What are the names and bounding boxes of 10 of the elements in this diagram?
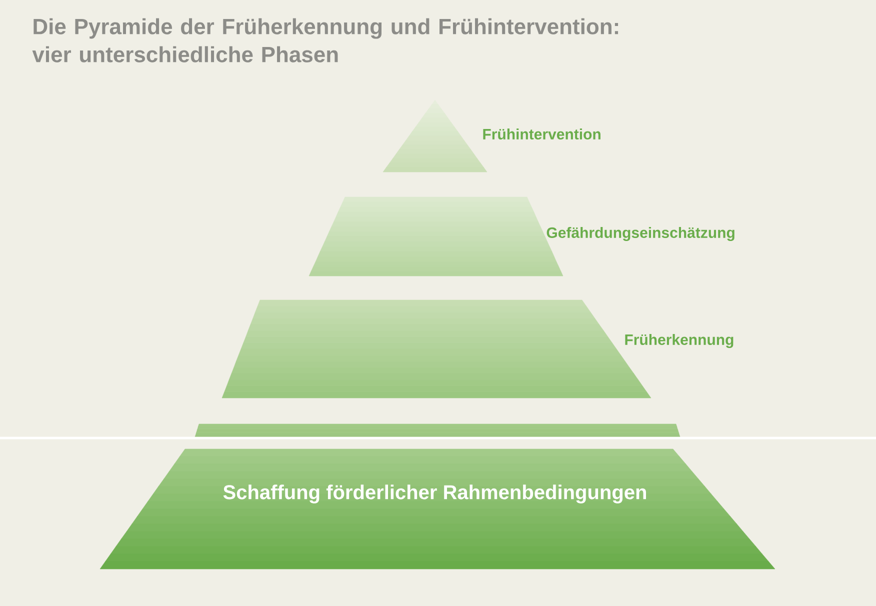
pyramid-tip: Frühintervention — [382, 100, 600, 172]
node-label: Schaffung förderlicher Rahmenbedingungen — [223, 484, 646, 504]
node-label: Gefährdungseinschätzung — [546, 226, 734, 242]
pyramid-base: Schaffung förderlicher Rahmenbedingungen — [100, 448, 776, 570]
title: Die Pyramide der Früherkennung und Frühintervention: vier unterschiedliche Phasen — [32, 18, 618, 62]
node-label: Früherkennung — [625, 334, 734, 348]
node-label: Frühintervention — [483, 128, 600, 140]
pyramid-layer: Gefährdungseinschätzung — [308, 196, 734, 276]
pyramid-band — [194, 424, 680, 438]
pyramid-layer: Früherkennung — [222, 300, 734, 398]
